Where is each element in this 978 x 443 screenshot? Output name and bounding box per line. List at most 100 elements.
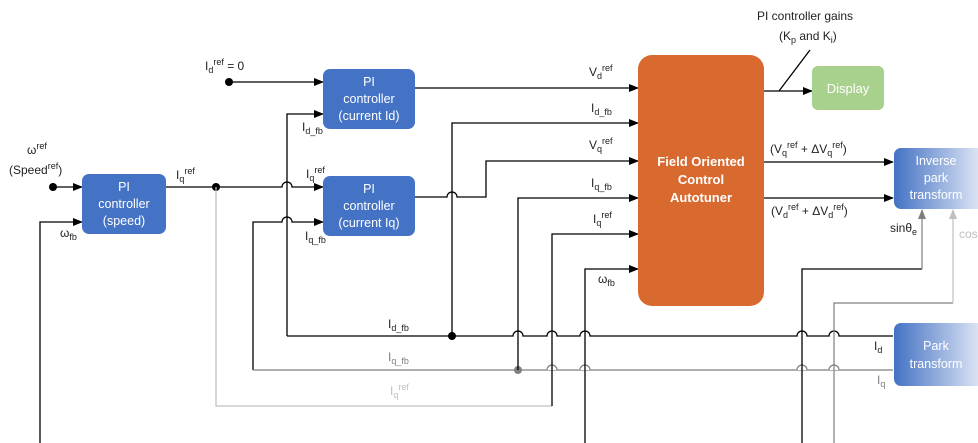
label-text: I [877, 373, 880, 387]
junction-dot [225, 78, 233, 86]
block-label: PI [363, 75, 375, 89]
block-label: Park [923, 339, 949, 353]
label-text: ) [843, 142, 847, 156]
label-id-fb-pi: Id_fb [302, 120, 323, 136]
label-text: + ΔV [798, 142, 828, 156]
wire-iq-ref-to-foc [551, 230, 639, 406]
label-text: I [388, 350, 391, 364]
block-label: (current Iq) [338, 216, 399, 230]
subscript: d [828, 210, 833, 220]
label-text: I [176, 168, 179, 182]
block-label: Autotuner [670, 190, 732, 205]
subscript: q [596, 218, 601, 228]
label-iq-ref-out: Iqref [176, 166, 195, 184]
subscript: q [393, 390, 398, 400]
label-text: (Speed [9, 163, 48, 177]
park-transform-block[interactable]: Park transform [894, 323, 978, 386]
display-block[interactable]: Display [812, 66, 884, 110]
label-cos-theta: cos [959, 227, 978, 241]
subscript: p [791, 35, 796, 45]
label-text: I [591, 176, 594, 190]
inverse-park-transform-block[interactable]: Inverse park transform [894, 148, 978, 209]
label-iq-park: Iq [877, 373, 885, 389]
superscript: ref [602, 63, 613, 73]
label-text: ) [58, 163, 62, 177]
subscript: d_fb [391, 323, 409, 333]
label-id-fb-foc: Id_fb [591, 101, 612, 117]
subscript: q [309, 173, 314, 183]
label-text: ) [833, 29, 837, 43]
label-omega-ref: ωref [27, 141, 47, 157]
label-text: and K [796, 29, 831, 43]
label-iq-ref-pi: Iqref [306, 165, 325, 183]
label-text: cos [959, 227, 978, 241]
label-id-ref-zero: Idref = 0 [205, 57, 245, 75]
superscript: ref [398, 382, 409, 392]
wire-iq-fb-to-pi-iq [252, 216, 324, 370]
pi-current-iq-block[interactable]: PI controller (current Iq) [323, 176, 415, 236]
block-label: Control [678, 172, 724, 187]
pi-speed-block[interactable]: PI controller (speed) [82, 174, 166, 234]
label-text: I [593, 212, 596, 226]
label-text: ω [27, 143, 36, 157]
subscript: d [783, 210, 788, 220]
junction-dot [49, 183, 57, 191]
label-text: I [388, 317, 391, 331]
wire-iq-ref-to-pi-iq [166, 181, 324, 191]
label-text: ω [598, 272, 607, 286]
superscript: ref [833, 202, 844, 212]
subscript: e [912, 227, 917, 237]
block-label: Display [827, 81, 870, 96]
label-text: I [874, 339, 877, 353]
label-speed-ref: (Speedref) [9, 161, 62, 177]
label-iq-ref-bus: Iqref [390, 382, 409, 400]
label-text: (V [770, 142, 782, 156]
block-label: transform [910, 357, 963, 371]
superscript: ref [36, 141, 47, 151]
gains-callout-line [778, 49, 811, 92]
label-text: + ΔV [799, 204, 829, 218]
wires [39, 49, 957, 443]
label-text: I [591, 101, 594, 115]
superscript: ref [314, 165, 325, 175]
label-omega-fb: ωfb [60, 226, 77, 242]
block-label: PI [363, 182, 375, 196]
label-text: ω [60, 226, 69, 240]
block-label: park [924, 171, 949, 185]
wire-iq-fb-to-foc [517, 194, 639, 370]
block-label: controller [343, 199, 394, 213]
block-label: (speed) [103, 214, 145, 228]
subscript: q_fb [391, 356, 409, 366]
subscript: q [597, 144, 602, 154]
label-iq-fb-foc: Iq_fb [591, 176, 612, 192]
superscript: ref [602, 136, 613, 146]
label-vd-out: (Vdref + ΔVdref) [771, 202, 848, 220]
subscript: d_fb [305, 126, 323, 136]
block-label: Field Oriented [657, 154, 744, 169]
wire-vq-ref [415, 157, 639, 198]
pi-current-id-block[interactable]: PI controller (current Id) [323, 69, 415, 129]
superscript: ref [788, 202, 799, 212]
superscript: ref [601, 210, 612, 220]
superscript: ref [787, 140, 798, 150]
wire-iq-ref-bus [215, 187, 552, 407]
subscript: d [208, 65, 213, 75]
wire-omega-fb-to-foc [584, 265, 639, 443]
label-vq-out: (Vqref + ΔVqref) [770, 140, 847, 158]
block-label: controller [98, 197, 149, 211]
label-vd-ref: Vdref [589, 63, 613, 81]
wire-iq-fb-bus-hops [546, 364, 840, 371]
subscript: q_fb [308, 235, 326, 245]
wire-id-fb-to-pi-id [286, 110, 324, 336]
label-text: V [589, 138, 597, 152]
label-text: I [205, 59, 208, 73]
label-iq-fb-pi: Iq_fb [305, 229, 326, 245]
label-text: I [390, 384, 393, 398]
wire-cos-theta [833, 302, 953, 443]
superscript: ref [48, 161, 59, 171]
label-sin-theta: sinθe [890, 221, 917, 237]
foc-autotuner-block[interactable]: Field Oriented Control Autotuner [638, 55, 764, 306]
label-vq-ref: Vqref [589, 136, 613, 154]
block-label: PI [118, 180, 130, 194]
label-text: = 0 [224, 59, 245, 73]
